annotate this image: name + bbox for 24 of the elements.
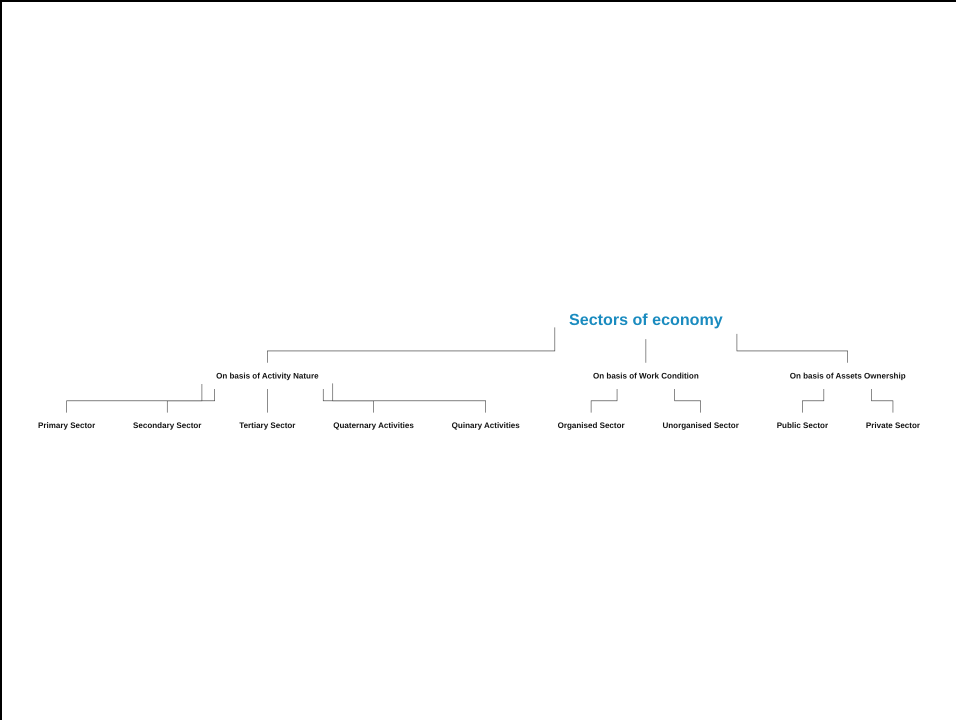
node-text: On basis of Assets Ownership [790, 371, 906, 380]
node-text: Quinary Activities [452, 421, 520, 430]
node-text: On basis of Activity Nature [216, 371, 319, 380]
node-text: Public Sector [776, 421, 828, 430]
connector [736, 334, 848, 364]
connector [322, 388, 374, 414]
connector [267, 388, 268, 414]
node-text: Tertiary Sector [239, 421, 296, 430]
node-text: Primary Sector [38, 421, 96, 430]
connector [802, 388, 824, 414]
node-text: Secondary Sector [133, 421, 202, 430]
connector [674, 388, 701, 414]
connector [590, 388, 618, 414]
connector [166, 388, 215, 414]
connector [66, 384, 202, 414]
node-text: Private Sector [866, 421, 920, 430]
connector [871, 388, 894, 414]
node-text: Quaternary Activities [333, 421, 414, 430]
node-text: Organised Sector [558, 421, 625, 430]
connector [267, 327, 556, 364]
node-text: Unorganised Sector [662, 421, 739, 430]
node-text: On basis of Work Condition [593, 371, 699, 380]
connector [332, 383, 486, 414]
node-text: Sectors of economy [569, 310, 723, 329]
